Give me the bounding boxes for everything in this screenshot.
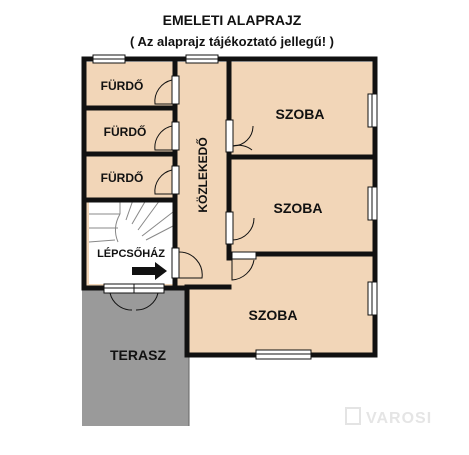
- label-bath-1: FÜRDŐ: [101, 78, 144, 93]
- terrace-area: [82, 290, 189, 426]
- label-room-1: SZOBA: [276, 106, 325, 122]
- door-bath-1: [171, 75, 180, 105]
- door-room-1: [225, 119, 234, 153]
- plan-title: EMELETI ALAPRAJZ: [163, 12, 302, 28]
- label-corridor: KÖZLEKEDŐ: [195, 137, 210, 212]
- watermark-text: VAROSI: [366, 410, 432, 427]
- label-terrace: TERASZ: [110, 347, 166, 363]
- watermark-icon: [345, 407, 361, 425]
- stair-steps: [88, 199, 174, 243]
- label-room-3: SZOBA: [249, 307, 298, 323]
- door-stair: [171, 247, 180, 279]
- door-bath-2: [171, 121, 180, 151]
- label-bath-3: FÜRDŐ: [101, 170, 144, 185]
- label-stairwell: LÉPCSŐHÁZ: [97, 247, 165, 260]
- stair-direction-arrow-icon: [132, 262, 167, 280]
- door-room-3: [231, 251, 257, 260]
- door-bath-3: [171, 165, 180, 195]
- label-room-2: SZOBA: [274, 200, 323, 216]
- plan-subtitle: ( Az alaprajz tájékoztató jellegű! ): [130, 34, 334, 49]
- door-room-2: [225, 211, 234, 245]
- label-bath-2: FÜRDŐ: [104, 124, 147, 139]
- window-mullions: [93, 58, 373, 355]
- watermark-logo: VAROSI: [345, 407, 432, 427]
- room-labels: FÜRDŐ FÜRDŐ FÜRDŐ LÉPCSŐHÁZ KÖZLEKEDŐ SZ…: [97, 78, 324, 363]
- doors: [109, 75, 257, 311]
